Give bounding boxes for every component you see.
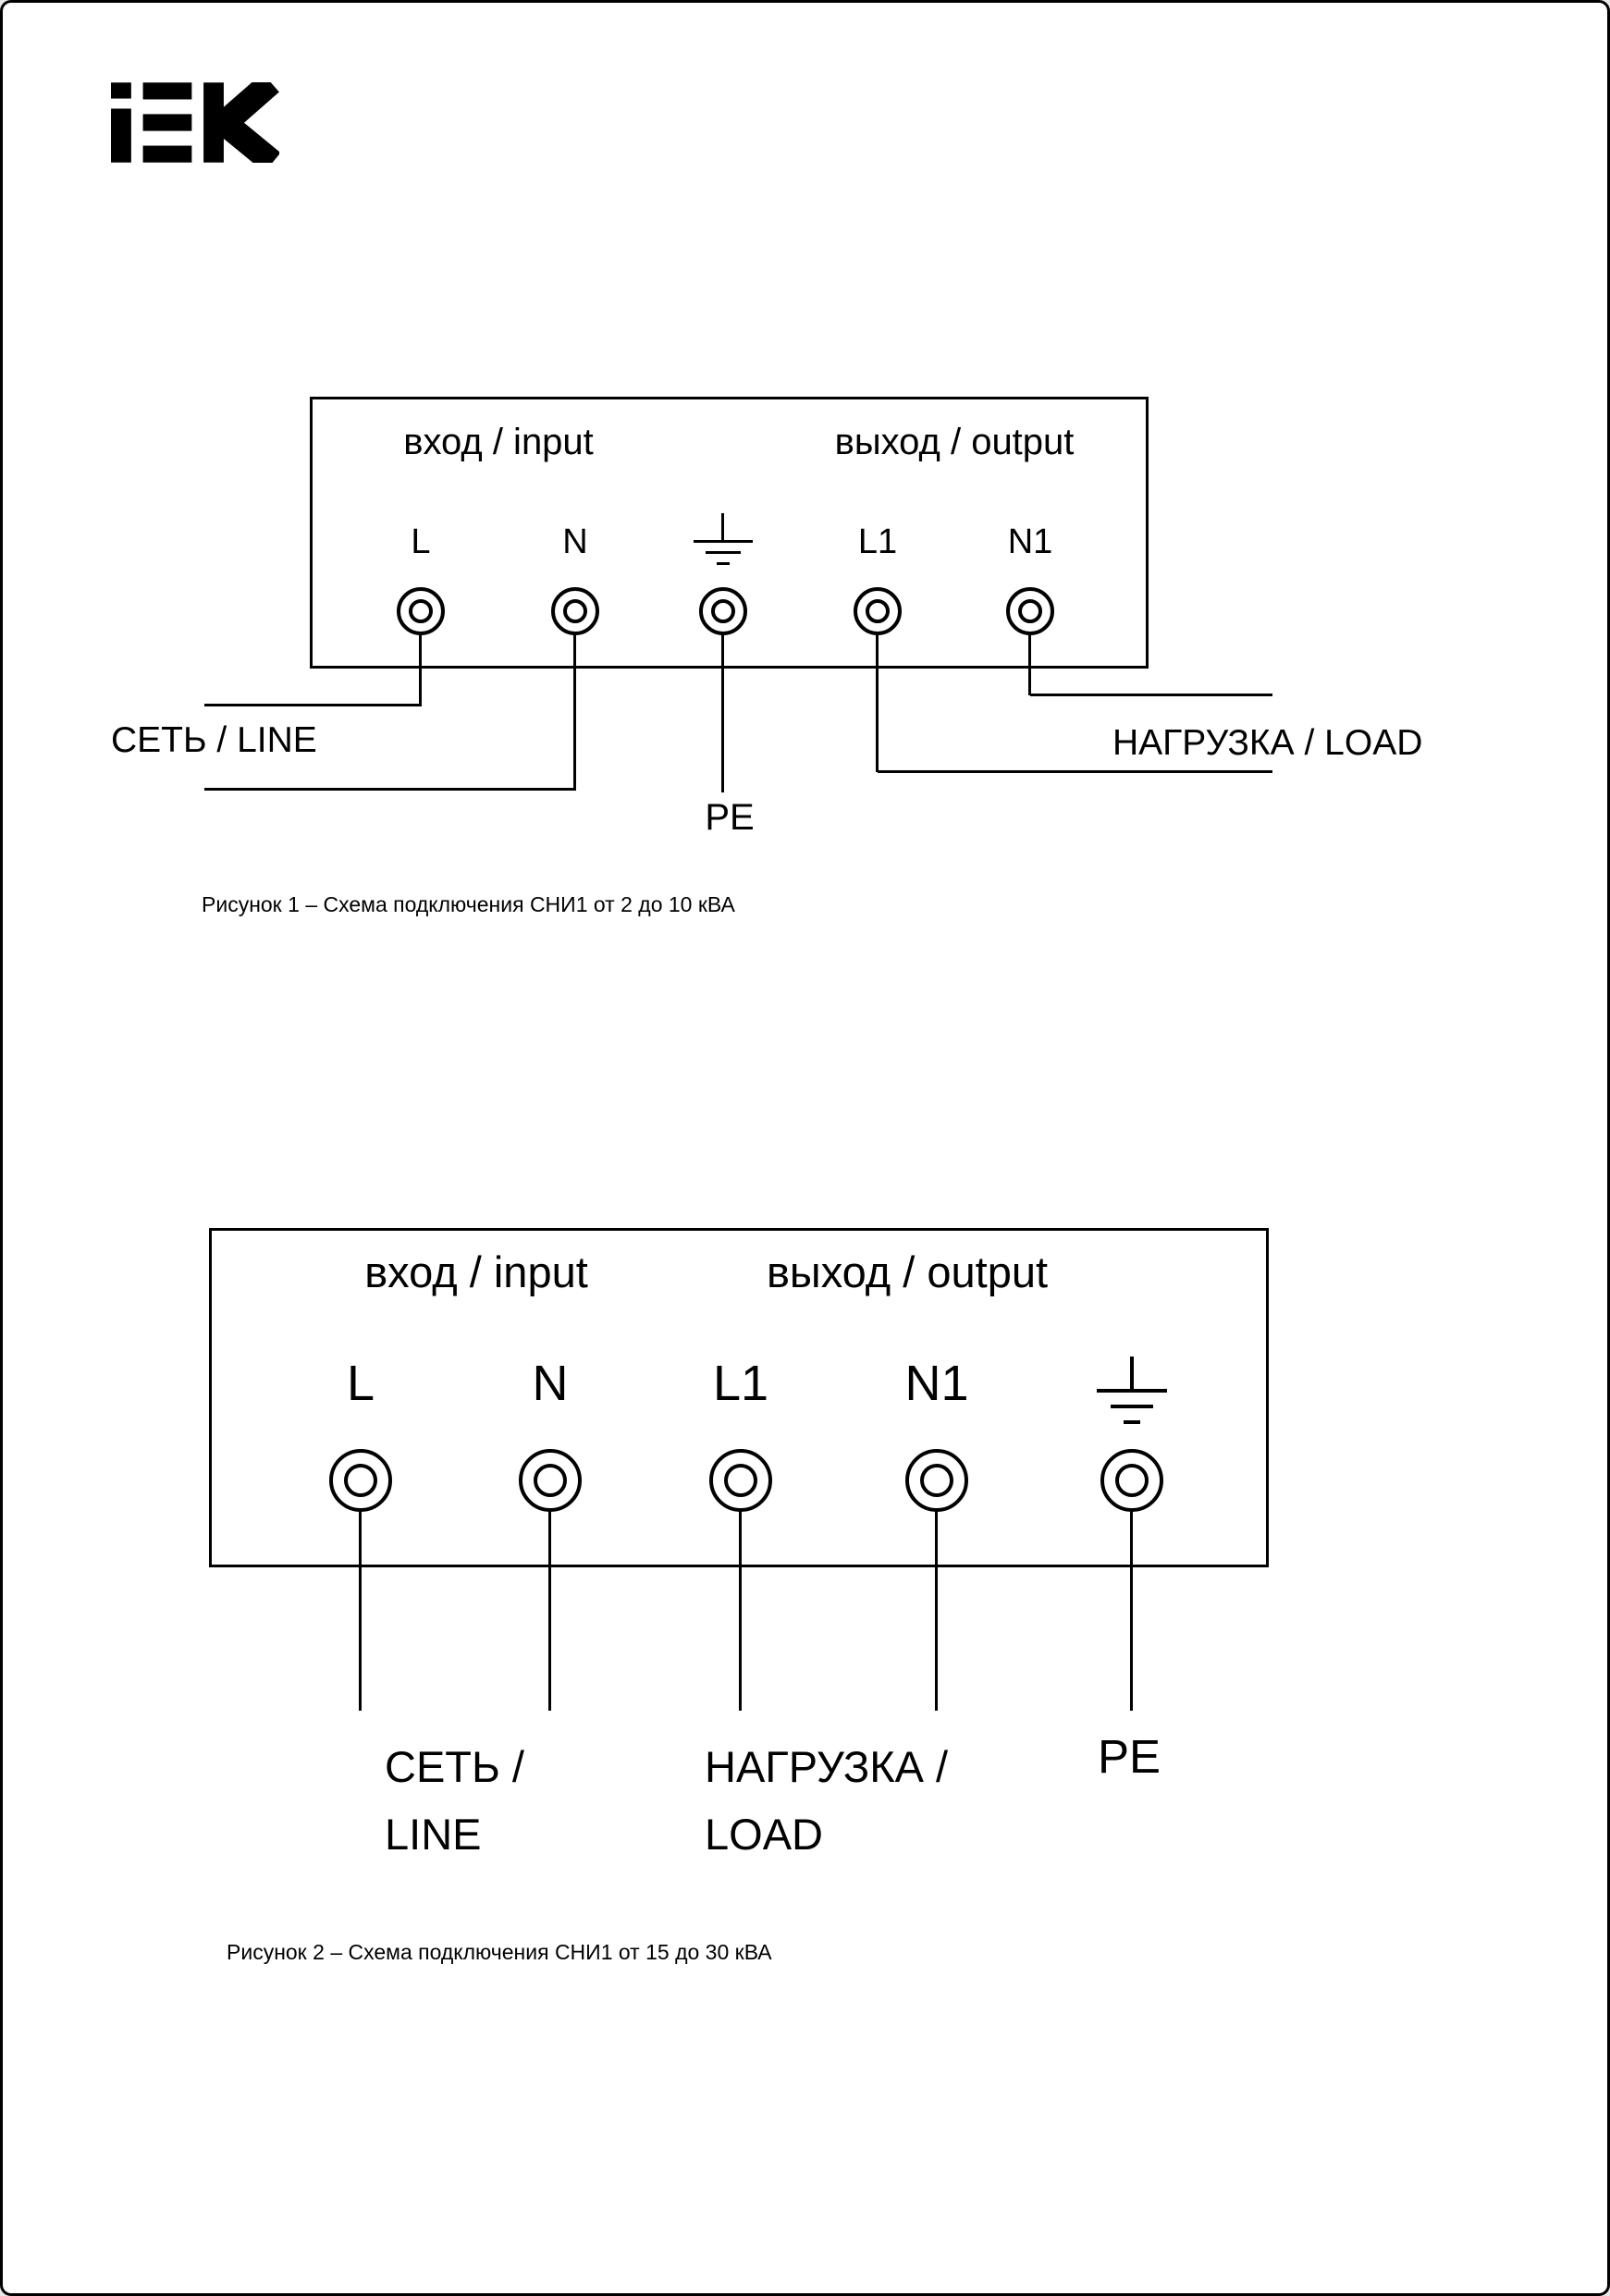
figure2-terminal-l1-label: L1: [712, 1356, 769, 1411]
ground-stem: [721, 513, 724, 542]
figure1-line-label: СЕТЬ / LINE: [111, 720, 317, 760]
figure2-terminal-pe-inner: [1115, 1464, 1149, 1497]
figure1-terminal-pe-outer: [699, 587, 747, 635]
figure1-terminal-n1-label: N1: [1007, 522, 1053, 561]
figure2-line-label-line2: LINE: [385, 1809, 482, 1859]
figure2-terminal-n-label: N: [532, 1356, 569, 1411]
figure2-load-label-line1: НАГРУЗКА /: [705, 1742, 949, 1791]
figure1-terminal-l1-inner: [866, 599, 890, 623]
figure2-output-label: выход / output: [766, 1247, 1049, 1296]
figure2-caption: Рисунок 2 – Схема подключения СНИ1 от 15…: [227, 1940, 772, 1964]
ground-bar-medium: [1111, 1405, 1153, 1408]
figure1-terminal-l-label: L: [411, 522, 431, 561]
ground-bar-medium: [706, 551, 741, 554]
figure2-earth-ground-icon: [1095, 1357, 1169, 1425]
figure2-terminal-l-inner: [344, 1464, 377, 1497]
ground-bar-long: [694, 540, 753, 543]
figure1-terminal-n-inner: [563, 599, 587, 623]
figure1-wire-pe-vertical: [721, 633, 724, 792]
figure2-pe-label: PE: [1097, 1730, 1161, 1783]
ground-bar-short: [1124, 1420, 1140, 1424]
figure1-earth-ground-icon: [688, 513, 758, 569]
figure1-wire-line-lower-horizontal: [204, 788, 576, 791]
figure1-wire-load-lower-horizontal: [878, 770, 1272, 773]
logo-i-stem: [111, 108, 131, 163]
figure2-line-label-line1: СЕТЬ /: [385, 1742, 524, 1791]
figure1-pe-label: PE: [705, 797, 755, 838]
figure2-wire-n1-vertical: [935, 1510, 938, 1711]
figure1-wire-l1-vertical: [876, 633, 879, 772]
logo-e-bar-mid: [142, 114, 192, 131]
figure1-terminal-pe-inner: [711, 599, 735, 623]
figure1-wire-n-vertical: [573, 633, 576, 790]
logo-k-lower-arm: [212, 109, 279, 163]
figure1-wire-n1-vertical: [1028, 633, 1031, 695]
figure1-terminal-n1-outer: [1006, 587, 1054, 635]
figure1-terminal-n1-inner: [1018, 599, 1042, 623]
ground-stem: [1130, 1357, 1134, 1391]
figure1-terminal-l1-label: L1: [857, 522, 898, 561]
figure1-output-label: выход / output: [834, 422, 1075, 462]
figure1-input-label: вход / input: [403, 422, 594, 462]
figure2-wire-l1-vertical: [739, 1510, 742, 1711]
figure2-terminal-n-inner: [534, 1464, 567, 1497]
logo-e-bar-bottom: [142, 145, 192, 163]
ground-bar-short: [717, 562, 730, 565]
ground-bar-long: [1097, 1389, 1167, 1393]
figure2-load-label: НАГРУЗКА / LOAD: [705, 1734, 948, 1869]
figure1-caption: Рисунок 1 – Схема подключения СНИ1 от 2 …: [202, 892, 735, 916]
logo-i-dot: [111, 82, 131, 99]
figure1-wire-l-vertical: [419, 633, 422, 706]
figure2-wire-n-vertical: [548, 1510, 551, 1711]
logo-e-bar-top: [142, 82, 192, 100]
figure2-terminal-n1-label: N1: [904, 1356, 969, 1411]
figure2-wire-l-vertical: [359, 1510, 362, 1711]
figure1-terminal-n-label: N: [562, 522, 588, 561]
figure2-input-label: вход / input: [364, 1247, 588, 1296]
figure2-terminal-l1-inner: [724, 1464, 757, 1497]
figure2-wire-pe-vertical: [1130, 1510, 1133, 1711]
figure1-terminal-l-inner: [409, 599, 433, 623]
figure2-line-label: СЕТЬ / LINE: [385, 1734, 524, 1869]
iek-logo: [111, 82, 279, 163]
figure1-wire-line-upper-horizontal: [204, 704, 422, 706]
figure1-wire-load-upper-horizontal: [1030, 694, 1272, 696]
figure2-load-label-line2: LOAD: [705, 1809, 823, 1859]
figure2-terminal-n1-inner: [920, 1464, 953, 1497]
figure2-terminal-l-label: L: [346, 1356, 375, 1411]
figure1-load-label: НАГРУЗКА / LOAD: [1112, 723, 1423, 763]
